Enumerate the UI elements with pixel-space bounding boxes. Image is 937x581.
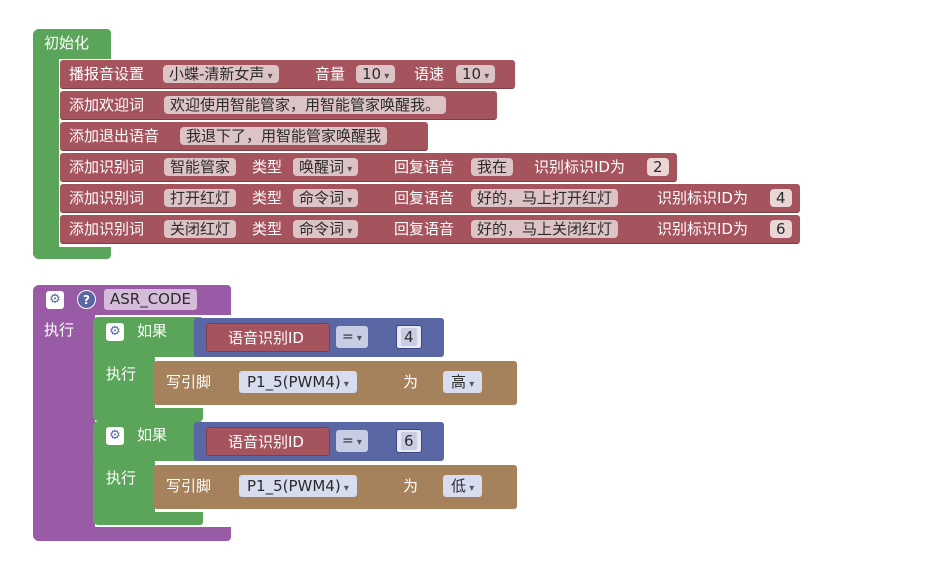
operator-value: = xyxy=(342,329,354,345)
welcome-block[interactable]: 添加欢迎词 欢迎使用智能管家，用智能管家唤醒我。 xyxy=(60,91,497,120)
welcome-label: 添加欢迎词 xyxy=(69,96,145,114)
help-icon[interactable]: ? xyxy=(77,290,96,309)
pin-dropdown[interactable]: P1_5(PWM4) ▾ xyxy=(239,475,357,497)
dropdown-arrow-icon: ▾ xyxy=(340,483,349,494)
level-value: 低 xyxy=(451,477,467,495)
voice-dropdown[interactable]: 小蝶-清新女声 xyxy=(163,65,279,83)
dropdown-arrow-icon: ▾ xyxy=(353,333,362,344)
kind-dropdown[interactable]: 命令词 xyxy=(293,189,359,207)
exit-text-field[interactable]: 我退下了，用智能管家唤醒我 xyxy=(180,127,388,145)
init-foot xyxy=(33,247,111,259)
volume-dropdown[interactable]: 10 xyxy=(356,65,396,83)
variable-label: 语音识别ID xyxy=(228,329,304,347)
recognition-word-label: 添加识别词 xyxy=(69,189,145,207)
as-label: 为 xyxy=(403,373,419,391)
level-dropdown[interactable]: 低 ▾ xyxy=(443,475,483,497)
reply-field[interactable]: 好的，马上关闭红灯 xyxy=(471,220,619,238)
recognition-word-label: 添加识别词 xyxy=(69,220,145,238)
number-value[interactable]: 4 xyxy=(401,328,417,346)
voice-settings-label: 播报音设置 xyxy=(69,65,145,83)
as-label: 为 xyxy=(403,477,419,495)
reply-label: 回复语音 xyxy=(394,189,455,207)
welcome-text-field[interactable]: 欢迎使用智能管家，用智能管家唤醒我。 xyxy=(164,96,447,114)
reply-label: 回复语音 xyxy=(394,158,455,176)
type-label: 类型 xyxy=(252,189,283,207)
variable-block[interactable]: 语音识别ID xyxy=(206,323,330,352)
word-field[interactable]: 打开红灯 xyxy=(164,189,237,207)
speed-dropdown[interactable]: 10 xyxy=(456,65,496,83)
operator-dropdown[interactable]: = ▾ xyxy=(336,430,368,452)
speed-label: 语速 xyxy=(414,65,445,83)
id-field[interactable]: 2 xyxy=(647,158,669,176)
pin-value: P1_5(PWM4) xyxy=(247,373,341,391)
dropdown-arrow-icon: ▾ xyxy=(466,379,475,390)
dropdown-arrow-icon: ▾ xyxy=(340,379,349,390)
gear-icon[interactable]: ⚙ xyxy=(106,427,124,445)
dropdown-arrow-icon: ▾ xyxy=(466,483,475,494)
if-label: 如果 xyxy=(137,322,168,340)
recognition-word-block[interactable]: 添加识别词 关闭红灯 类型 命令词 回复语音 好的，马上关闭红灯 识别标识ID为… xyxy=(60,215,800,244)
function-foot xyxy=(33,527,231,541)
level-value: 高 xyxy=(451,373,467,391)
recognition-word-block[interactable]: 添加识别词 智能管家 类型 唤醒词 回复语音 我在 识别标识ID为 2 xyxy=(60,153,677,182)
word-field[interactable]: 智能管家 xyxy=(164,158,237,176)
write-pin-block[interactable]: 写引脚 P1_5(PWM4) ▾ 为 低 ▾ xyxy=(154,465,517,509)
id-label: 识别标识ID为 xyxy=(657,220,748,238)
voice-settings-block[interactable]: 播报音设置 小蝶-清新女声 音量 10 语速 10 xyxy=(60,60,515,89)
variable-label: 语音识别ID xyxy=(228,433,304,451)
function-exec-label: 执行 xyxy=(44,321,75,339)
id-field[interactable]: 6 xyxy=(770,220,792,238)
kind-dropdown[interactable]: 唤醒词 xyxy=(293,158,359,176)
exit-voice-label: 添加退出语音 xyxy=(69,127,160,145)
id-label: 识别标识ID为 xyxy=(657,189,748,207)
operator-dropdown[interactable]: = ▾ xyxy=(336,326,368,348)
gear-icon[interactable]: ⚙ xyxy=(46,291,64,309)
kind-dropdown[interactable]: 命令词 xyxy=(293,220,359,238)
function-name-field[interactable]: ASR_CODE xyxy=(104,289,198,310)
dropdown-arrow-icon: ▾ xyxy=(353,437,362,448)
write-pin-label: 写引脚 xyxy=(166,477,212,495)
recognition-word-block[interactable]: 添加识别词 打开红灯 类型 命令词 回复语音 好的，马上打开红灯 识别标识ID为… xyxy=(60,184,800,213)
if-foot xyxy=(93,512,203,525)
compare-block[interactable]: 语音识别ID = ▾ 6 xyxy=(194,422,444,461)
compare-block[interactable]: 语音识别ID = ▾ 4 xyxy=(194,318,444,357)
type-label: 类型 xyxy=(252,220,283,238)
number-slot[interactable]: 6 xyxy=(396,429,422,453)
function-block[interactable]: ⚙ ? ASR_CODE 执行 xyxy=(33,285,233,541)
number-value[interactable]: 6 xyxy=(401,432,417,450)
if-exec-label: 执行 xyxy=(106,469,137,487)
init-hat xyxy=(33,29,111,59)
recognition-word-label: 添加识别词 xyxy=(69,158,145,176)
if-foot xyxy=(93,408,203,421)
write-pin-label: 写引脚 xyxy=(166,373,212,391)
reply-label: 回复语音 xyxy=(394,220,455,238)
init-title: 初始化 xyxy=(44,34,90,52)
gear-icon[interactable]: ⚙ xyxy=(106,323,124,341)
level-dropdown[interactable]: 高 ▾ xyxy=(443,371,483,393)
if-label: 如果 xyxy=(137,426,168,444)
if-exec-label: 执行 xyxy=(106,365,137,383)
reply-field[interactable]: 我在 xyxy=(471,158,514,176)
variable-block[interactable]: 语音识别ID xyxy=(206,427,330,456)
volume-label: 音量 xyxy=(315,65,346,83)
pin-value: P1_5(PWM4) xyxy=(247,477,341,495)
operator-value: = xyxy=(342,433,354,449)
function-spine xyxy=(33,313,95,541)
reply-field[interactable]: 好的，马上打开红灯 xyxy=(471,189,619,207)
number-slot[interactable]: 4 xyxy=(396,325,422,349)
init-block[interactable]: 初始化 xyxy=(33,29,111,259)
id-label: 识别标识ID为 xyxy=(534,158,625,176)
word-field[interactable]: 关闭红灯 xyxy=(164,220,237,238)
exit-voice-block[interactable]: 添加退出语音 我退下了，用智能管家唤醒我 xyxy=(60,122,428,151)
write-pin-block[interactable]: 写引脚 P1_5(PWM4) ▾ 为 高 ▾ xyxy=(154,361,517,405)
init-spine xyxy=(33,57,59,259)
id-field[interactable]: 4 xyxy=(770,189,792,207)
pin-dropdown[interactable]: P1_5(PWM4) ▾ xyxy=(239,371,357,393)
type-label: 类型 xyxy=(252,158,283,176)
